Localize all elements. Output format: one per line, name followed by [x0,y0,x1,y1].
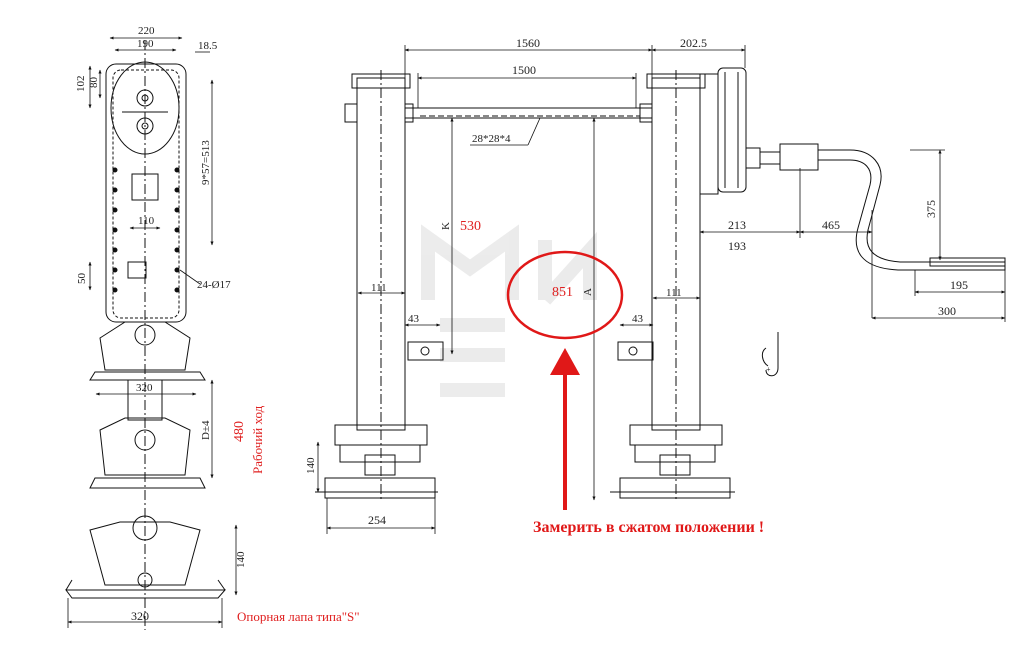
dim-50: 50 [76,273,88,285]
highlight-ellipse [506,250,624,340]
dim-220: 220 [138,25,155,37]
left-side-view [65,40,227,630]
front-view: + [315,67,1006,500]
dim-d-pm4: D±4 [200,420,212,440]
front-view-dim-labels: 1560 1500 202.5 28*28*4 K A 111 111 43 4… [305,36,968,527]
dim-43-left: 43 [408,313,420,325]
dim-1560: 1560 [516,36,540,50]
dim-300: 300 [938,304,956,318]
dim-pitch: 9*57=513 [200,140,212,185]
dim-111-right: 111 [666,287,682,299]
dim-18-5: 18.5 [198,40,218,52]
dim-193: 193 [728,239,746,253]
dim-tube: 28*28*4 [472,133,511,145]
dim-320-bottom: 320 [131,609,149,623]
dim-140-front: 140 [305,457,317,474]
dim-110: 110 [138,215,155,227]
svg-text:+: + [766,365,771,374]
dim-1500: 1500 [512,63,536,77]
front-view-dimensions [316,45,1006,534]
dim-254: 254 [368,513,386,527]
dim-80: 80 [88,77,100,89]
a-value: 851 [552,285,573,300]
dim-375: 375 [924,200,938,218]
dim-465: 465 [822,218,840,232]
red-arrow [550,348,580,510]
dim-a-letter: A [582,288,594,296]
dim-102: 102 [75,76,87,93]
left-view-dim-labels: 220 190 18.5 102 80 9*57=513 110 50 24-Ø… [75,25,247,623]
dim-190: 190 [137,38,154,50]
dim-holes: 24-Ø17 [197,279,231,291]
measure-callout: Замерить в сжатом положении ! [533,519,764,536]
stroke-label: Рабочий ход [250,405,265,474]
dim-320-mid: 320 [136,382,153,394]
foot-type-label: Опорная лапа типа"S" [237,609,360,624]
stroke-value: 480 [232,421,247,442]
dim-195: 195 [950,278,968,292]
dim-140-left: 140 [235,551,247,568]
dim-213: 213 [728,218,746,232]
k-value: 530 [460,219,481,234]
dim-202-5: 202.5 [680,36,707,50]
stroke-annotation: 480 Рабочий ход [232,405,265,474]
left-view-dimensions [67,36,238,628]
dim-43-right: 43 [632,313,644,325]
dim-111-left: 111 [371,282,387,294]
dim-k-letter: K [440,222,452,230]
